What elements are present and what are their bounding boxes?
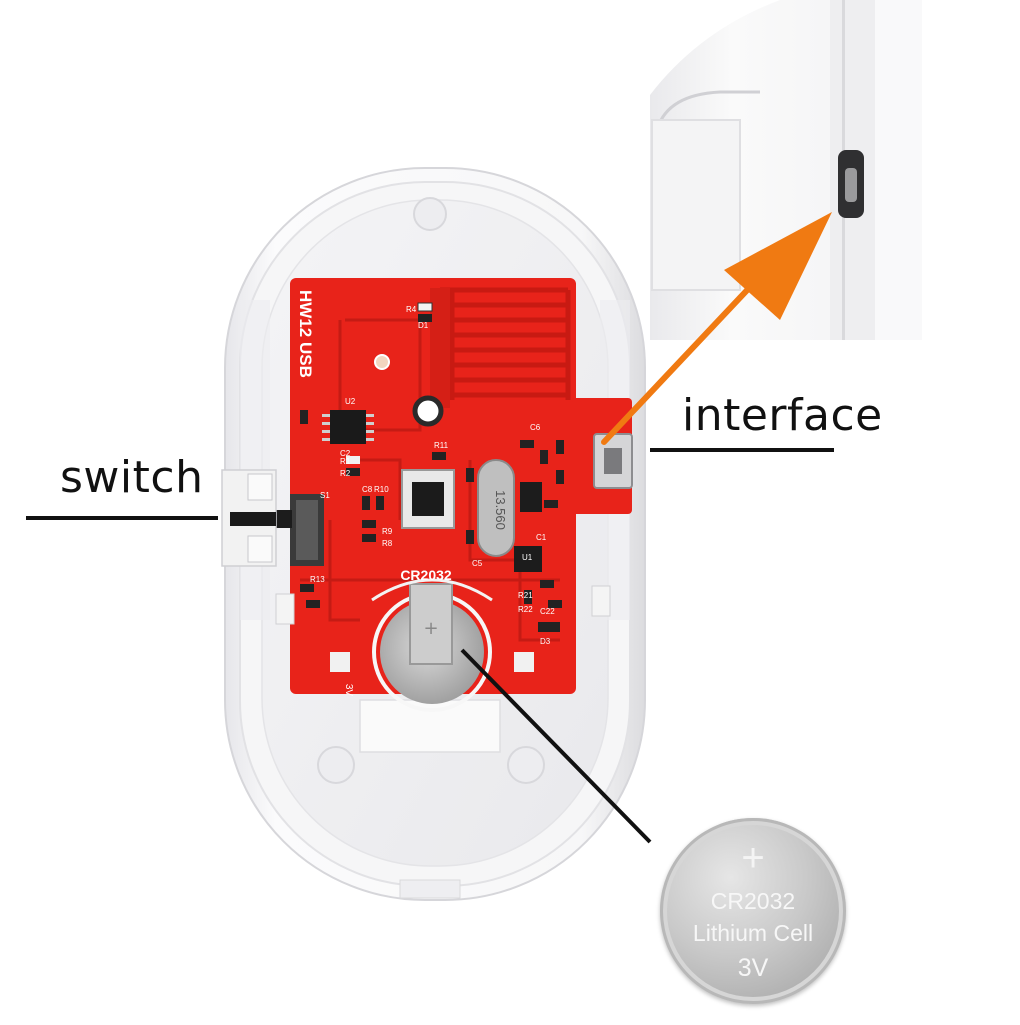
slide-switch-knob [296,500,318,560]
arrow-head [724,212,832,320]
board-model-label: HW12 USB [296,290,315,378]
voltage-mark: 3V [343,684,354,697]
chip-u1 [514,546,542,572]
switch-label: switch [60,452,204,503]
svg-text:R8: R8 [382,539,393,548]
usb-inset-port-opening [845,168,857,202]
usb-inset-photo [650,0,922,340]
svg-text:R1: R1 [340,457,351,466]
sensor-chip [412,482,444,516]
svg-text:U2: U2 [345,397,356,406]
pcb-fiducial [374,354,390,370]
coin-cell-voltage: 3V [737,954,769,982]
pcb-traces [300,318,560,642]
svg-text:R22: R22 [518,605,533,614]
usb-inset-housing-curve [650,0,780,95]
side-rib-left [240,300,270,620]
battery-clip-block [359,699,501,753]
usb-inset-right-panel [875,0,922,340]
chip-u2-pins [322,414,374,441]
screw-hole-bottom-left [317,746,355,784]
battery-clip-plus: + [423,618,438,639]
svg-text:C8: C8 [362,485,373,494]
svg-text:C5: C5 [472,559,483,568]
svg-text:R4: R4 [406,305,417,314]
screw-hole-bottom-right [507,746,545,784]
svg-text:R13: R13 [310,575,325,584]
transistor-q1 [520,482,542,512]
svg-text:R11: R11 [434,441,449,450]
svg-text:R2: R2 [340,469,351,478]
svg-text:S1: S1 [320,491,330,500]
svg-text:R21: R21 [518,591,533,600]
battery-slot-label: CR2032 [400,567,452,583]
svg-text:R10: R10 [374,485,389,494]
battery-pointer-line [460,648,652,844]
battery-outline-trace [371,578,493,602]
interface-label: interface [682,390,883,441]
switch-underline [26,516,218,520]
crystal-label: 13.560 [493,490,508,530]
battery-clip [409,583,453,665]
antenna-pad [430,288,450,408]
pcb-board: 13.560 [221,278,633,712]
interface-underline [650,448,834,452]
svg-text:U1: U1 [522,553,533,562]
usb-inset-groove [651,119,741,291]
smd-components [300,302,564,632]
micro-usb-port-opening [604,448,622,474]
coin-cell-plus-symbol: + [741,836,765,880]
svg-text:R9: R9 [382,527,393,536]
coin-cell-type: Lithium Cell [692,920,814,946]
svg-text:C1: C1 [536,533,547,542]
battery-clip-right [591,585,611,617]
battery-clip-bottom [275,593,295,625]
interface-arrow [601,212,832,445]
svg-text:C22: C22 [540,607,555,616]
svg-text:C2: C2 [340,449,351,458]
antenna-trace [440,287,571,400]
crystal-oscillator [477,459,515,557]
svg-text:D3: D3 [540,637,551,646]
battery-pad-left [330,652,350,672]
screw-hole-top [413,197,447,231]
svg-text:D1: D1 [418,321,429,330]
svg-text:C6: C6 [530,423,541,432]
pcb-mount-hole [412,395,444,427]
coin-cell-model: CR2032 [710,888,796,914]
battery-pad-right [514,652,534,672]
bottom-notch [399,879,461,899]
chip-u2 [330,410,366,444]
coin-cell-battery: + CR2032 Lithium Cell 3V [660,818,846,1004]
switch-housing-cutout [221,469,277,567]
